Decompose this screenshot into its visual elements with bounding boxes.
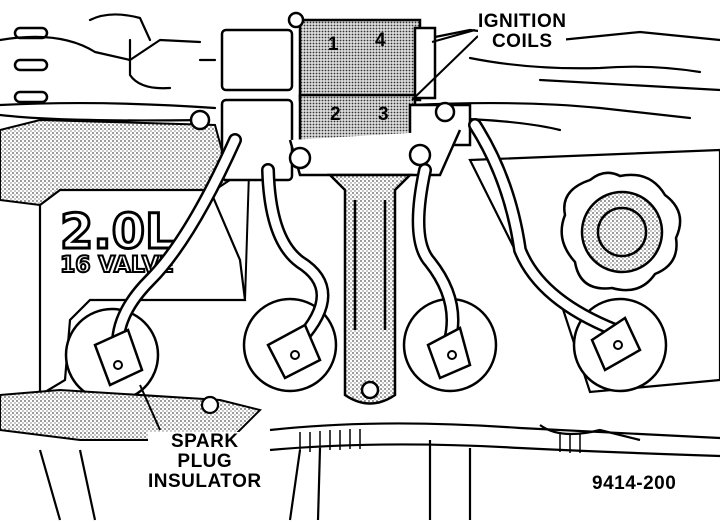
wire-harness [38,422,720,521]
coil-number-1: 1 [328,34,339,55]
spark-plug-insulator-label: SPARK PLUG INSULATOR [148,432,262,492]
boot-terminals [113,340,623,370]
spark-label-line3: INSULATOR [148,470,262,492]
oil-filler-cap [560,171,682,292]
spark-label-line2: PLUG [177,450,233,472]
ignition-label-line2: COILS [491,30,553,52]
harness-bolt [200,395,220,415]
mounting-bracket [326,173,414,405]
coil-number-2: 2 [330,104,341,125]
ignition-label-line1: IGNITION [478,11,567,32]
coil-pack [189,11,472,182]
figure-number: 9414-200 [592,473,677,494]
ignition-coils-label: IGNITION COILS [478,11,567,52]
side-slots [13,26,49,104]
harness-shade [0,388,262,441]
ignition-wires [111,118,622,347]
leader-lines [139,29,479,431]
coil-number-3: 3 [378,104,389,125]
spark-label-line1: SPARK [170,431,239,452]
coil-number-4: 4 [375,30,386,51]
badge-displacement: 2.0L [60,204,176,260]
harness-ribs [299,429,581,453]
